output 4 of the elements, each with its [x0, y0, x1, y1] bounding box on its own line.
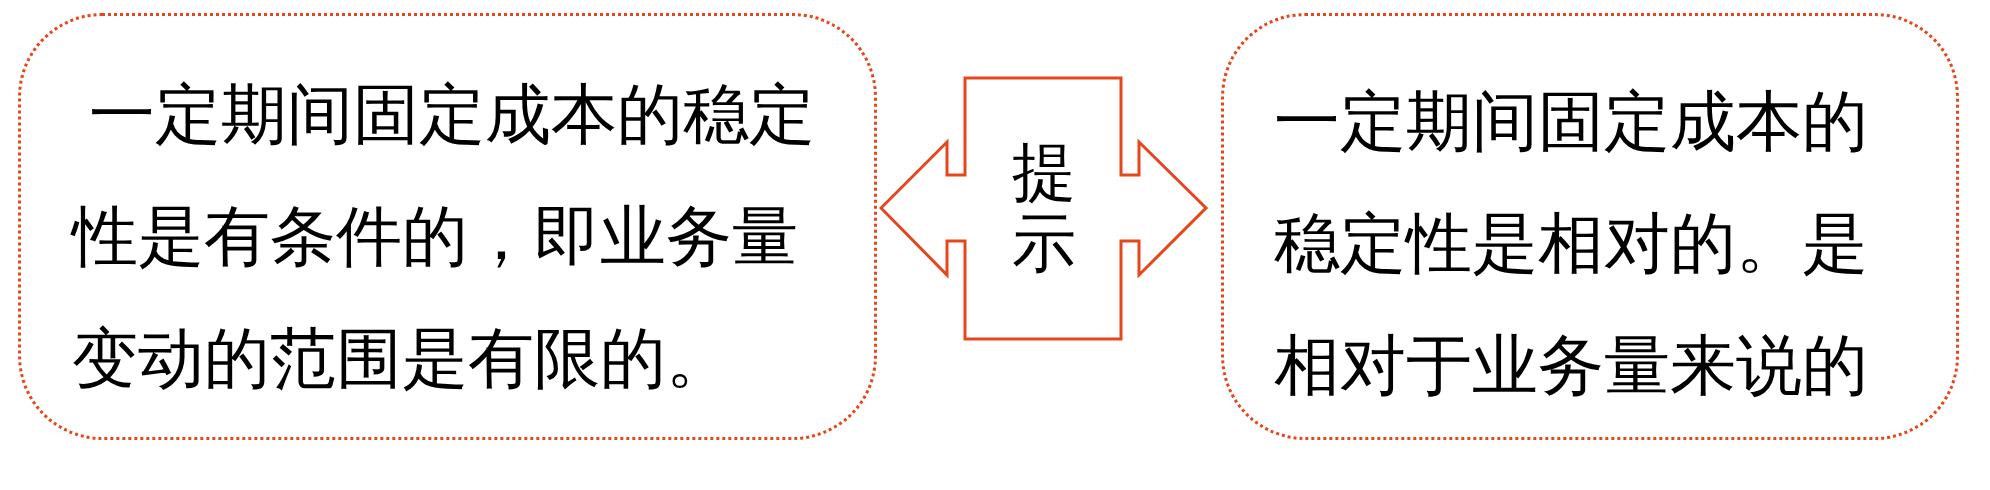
note-text: 一定期间固定成本的稳定性是有条件的，即业务量变动的范围是有限的。 — [72, 77, 816, 397]
double-arrow-shape — [879, 76, 1209, 341]
note-text: 一定期间固定成本的稳定性是相对的。是相对于业务量来说的 — [1274, 84, 1869, 404]
hint-text: 提示 — [1012, 138, 1076, 279]
